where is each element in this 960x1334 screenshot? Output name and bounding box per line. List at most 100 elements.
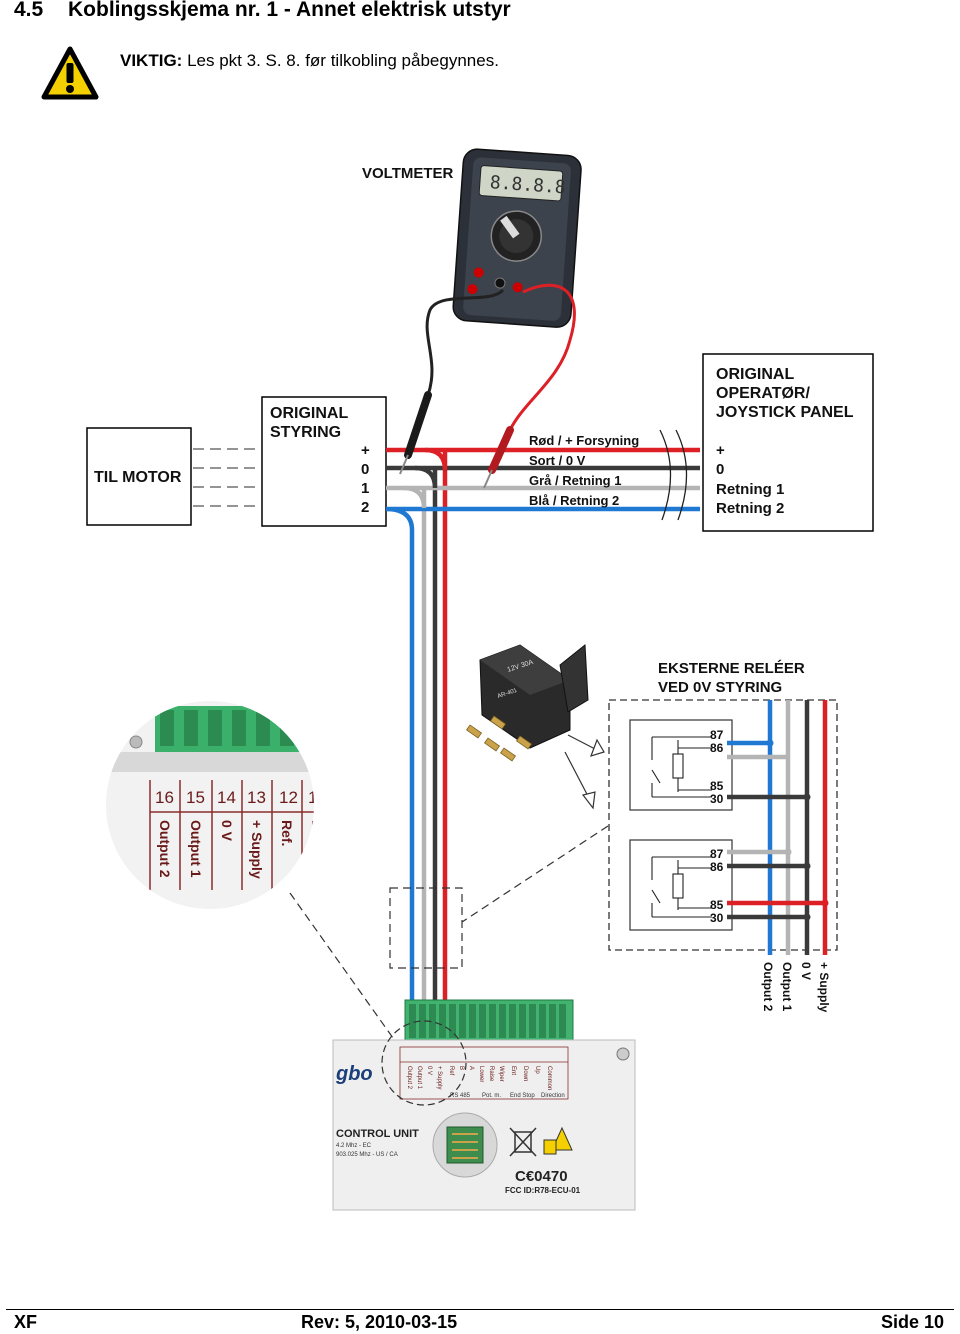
relay-1-pin-30: 30 xyxy=(710,792,724,806)
cu-label-supply: + Supply xyxy=(436,1066,442,1090)
relay-1-pin-86: 86 xyxy=(710,741,724,755)
relay-2-pin-87: 87 xyxy=(710,847,724,861)
ce-mark: C€0470 xyxy=(515,1168,568,1185)
relay-1: 87 86 85 30 xyxy=(629,719,733,811)
relay-1-pin-87: 87 xyxy=(710,728,724,742)
cu-section-rs485: RS 485 xyxy=(450,1093,471,1099)
styring-terminal-2: 2 xyxy=(361,499,369,516)
panel-title-1: ORIGINAL xyxy=(716,366,794,383)
cu-label-common: Common xyxy=(546,1066,552,1090)
wire-label-grey: Grå / Retning 1 xyxy=(529,473,621,488)
control-unit-name: CONTROL UNIT xyxy=(336,1128,419,1140)
warning-triangle-icon xyxy=(41,46,99,100)
control-unit: gbo Output 2 Output 1 0 V + Supply Ref B… xyxy=(332,999,636,1211)
relay-2: 87 86 85 30 xyxy=(629,839,733,931)
wire-label-red: Rød / + Forsyning xyxy=(529,433,639,448)
zoom-label-output-1: Output 1 xyxy=(188,820,204,878)
cu-label-down: Down xyxy=(522,1066,528,1081)
wire-break-marks xyxy=(659,429,688,521)
section-title: Koblingsskjema nr. 1 - Annet elektrisk u… xyxy=(68,0,511,21)
cu-label-ref: Ref xyxy=(448,1066,454,1076)
warning-label: VIKTIG: xyxy=(120,51,183,70)
zoom-terminal-13: 13 xyxy=(247,788,266,807)
cu-label-ent: Ent xyxy=(510,1066,516,1075)
relays-title-1: EKSTERNE RELÉER xyxy=(658,660,805,677)
wire-label-blue: Blå / Retning 2 xyxy=(529,493,619,508)
zoom-label-supply: + Supply xyxy=(249,820,265,879)
zoom-terminal-11: 11 xyxy=(308,788,326,807)
zoom-label-0v: 0 V xyxy=(219,820,235,842)
original-styring-box xyxy=(261,396,387,527)
weee-bin-icon xyxy=(509,1127,537,1157)
manual-warning-icon xyxy=(543,1126,573,1155)
zoom-terminal-12: 12 xyxy=(279,788,298,807)
wire-label-black: Sort / 0 V xyxy=(529,453,586,468)
black-probe xyxy=(399,391,432,475)
styring-terminal-0: 0 xyxy=(361,461,369,478)
zoom-terminal-14: 14 xyxy=(217,788,236,807)
relay-junction-dots xyxy=(766,739,829,921)
section-number: 4.5 xyxy=(14,0,44,21)
cu-label-b: B xyxy=(458,1066,464,1070)
voltmeter-device: 8.8.8.8 xyxy=(452,148,582,328)
footer-revision: Rev: 5, 2010-03-15 xyxy=(301,1312,458,1332)
control-unit-freq-2: 903.025 Mhz - US / CA xyxy=(336,1152,398,1158)
wiring-diagram: VOLTMETER 8.8.8.8 TIL MOTOR ORIGINAL STY… xyxy=(86,148,874,1211)
control-unit-terminal-labels: Output 2 Output 1 0 V + Supply Ref B A L… xyxy=(406,1066,552,1090)
zoom-terminal-16: 16 xyxy=(155,788,174,807)
relay-output-labels: Output 2 Output 1 0 V + Supply xyxy=(761,962,831,1013)
panel-title-2: OPERATØR/ xyxy=(716,385,810,402)
cu-label-output-2: Output 2 xyxy=(406,1066,412,1090)
cu-section-direction: Direction xyxy=(541,1093,565,1099)
styring-title-2: STYRING xyxy=(270,424,341,441)
cu-label-lower: Lower xyxy=(478,1066,484,1082)
control-unit-brand: gbo xyxy=(335,1063,373,1085)
motor-box-label: TIL MOTOR xyxy=(94,469,182,486)
panel-terminal-retning-1: Retning 1 xyxy=(716,481,784,498)
panel-terminal-retning-2: Retning 2 xyxy=(716,500,784,517)
wire-grey xyxy=(386,485,700,1000)
relay-output-1: Output 1 xyxy=(780,962,794,1012)
wire-black xyxy=(386,465,700,1000)
panel-terminal-0: 0 xyxy=(716,461,724,478)
motor-box xyxy=(86,427,192,526)
cu-label-raise: Raise xyxy=(488,1066,494,1082)
styring-terminal-1: 1 xyxy=(361,480,369,497)
section-heading: 4.5 Koblingsskjema nr. 1 - Annet elektris… xyxy=(14,0,511,22)
relay-output-supply: + Supply xyxy=(817,962,831,1013)
zoom-label-ref: Ref. xyxy=(279,820,295,846)
zoom-label-output-2: Output 2 xyxy=(157,820,173,878)
relay-pointer-arrows xyxy=(564,734,605,810)
footer-left: XF xyxy=(14,1312,38,1332)
cu-section-endstop: End Stop xyxy=(510,1093,535,1099)
wire-blue xyxy=(385,506,700,1000)
styring-title-1: ORIGINAL xyxy=(270,405,348,422)
cu-label-wiper: Wiper xyxy=(498,1066,504,1082)
zoom-terminal-15: 15 xyxy=(186,788,205,807)
cu-label-a: A xyxy=(468,1066,474,1070)
relay-output-0v: 0 V xyxy=(799,962,813,980)
relay-2-pin-30: 30 xyxy=(710,911,724,925)
relay-1-pin-85: 85 xyxy=(710,779,724,793)
motor-dashed-links xyxy=(193,448,260,507)
terminal-block xyxy=(409,1004,566,1038)
terminal-zoom-circle: 16 15 14 13 12 11 Output 2 Output 1 0 V … xyxy=(106,701,326,909)
warning-body: Les pkt 3. S. 8. før tilkobling påbegynn… xyxy=(187,51,499,70)
cu-label-output-1: Output 1 xyxy=(416,1066,422,1090)
cu-label-up: Up xyxy=(534,1066,540,1074)
terminal-highlight-circle xyxy=(381,1020,467,1106)
zoom-label-b: B xyxy=(309,820,325,830)
relay-output-2: Output 2 xyxy=(761,962,775,1012)
panel-title-3: JOYSTICK PANEL xyxy=(716,404,854,421)
cu-section-potm: Pot. m. xyxy=(482,1093,501,1099)
footer-rule xyxy=(6,1309,954,1310)
styring-terminal-plus: + xyxy=(361,442,370,459)
dashed-pointer-lines xyxy=(289,825,609,1039)
relay-2-pin-86: 86 xyxy=(710,860,724,874)
relays-dashed-area xyxy=(608,699,838,951)
control-unit-freq-1: 4.2 Mhz - EC xyxy=(336,1143,372,1149)
relays-title-2: VED 0V STYRING xyxy=(658,679,782,696)
joystick-panel-box xyxy=(702,353,874,532)
voltmeter-title: VOLTMETER xyxy=(362,165,454,182)
fcc-id: FCC ID:R78-ECU-01 xyxy=(505,1186,581,1195)
